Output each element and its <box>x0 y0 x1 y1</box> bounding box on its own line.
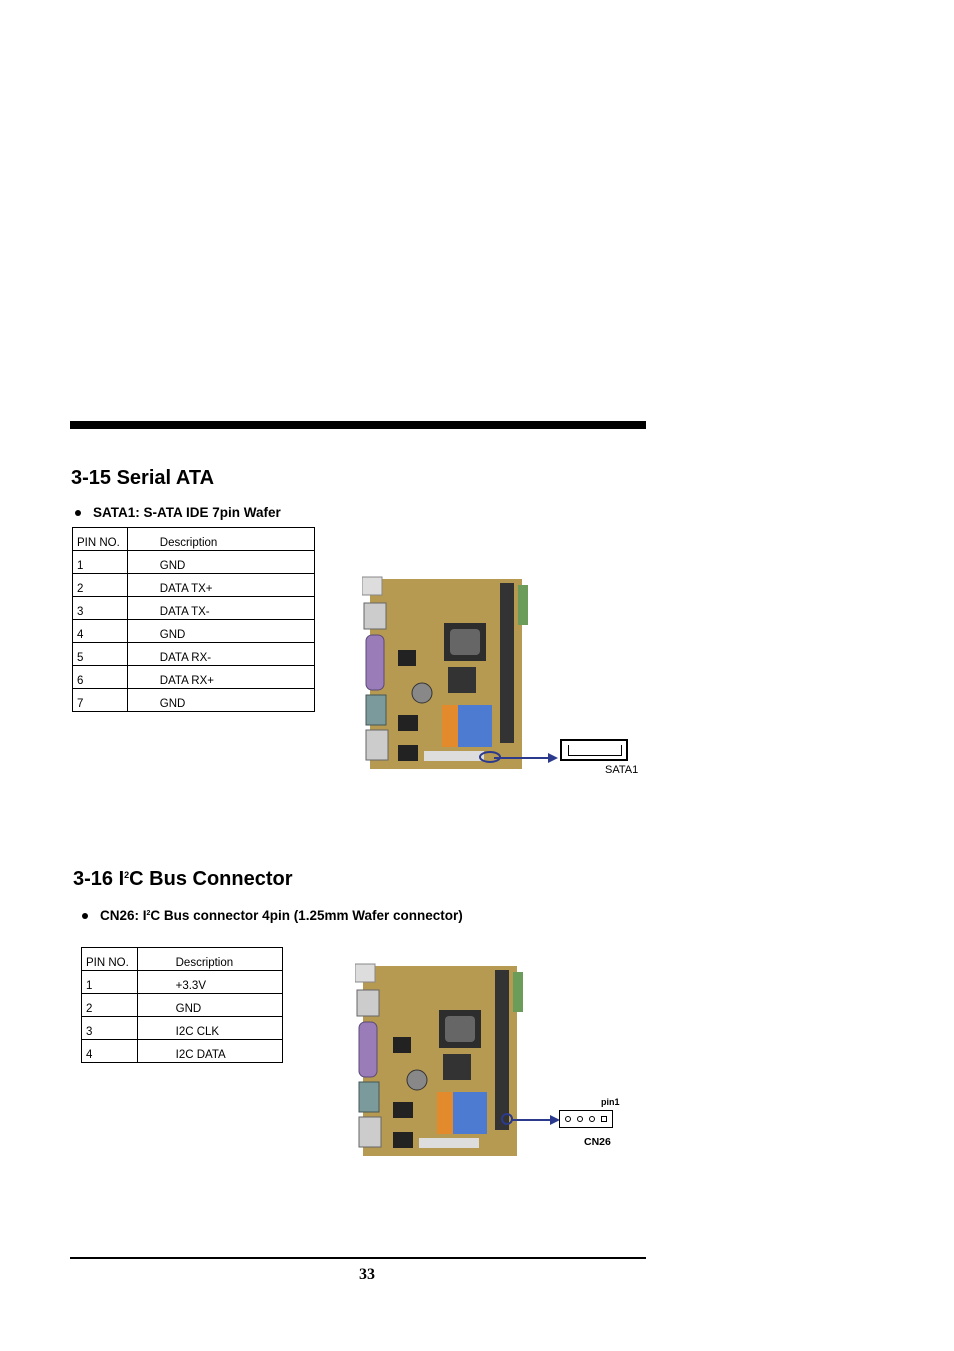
pin-number-cell: 3 <box>81 1016 138 1040</box>
pin-description-cell: GND <box>136 993 284 1017</box>
cn26-arrow-icon <box>512 1115 560 1125</box>
pin-description-cell: DATA RX- <box>126 642 316 666</box>
pin-description-cell: I2C DATA <box>136 1039 284 1063</box>
pin-number-cell: 2 <box>81 993 138 1017</box>
table-header-row: PIN NO.Description <box>72 527 316 551</box>
bullet-dot-icon <box>75 509 81 516</box>
pin-description-cell: I2C CLK <box>136 1016 284 1040</box>
pin-number-cell: 3 <box>72 596 128 620</box>
motherboard-image-sata <box>361 575 532 772</box>
pin-number-cell: 2 <box>72 573 128 597</box>
sata-arrow-icon <box>494 753 558 763</box>
pin-number-cell: 1 <box>81 970 138 994</box>
section-heading-serial-ata: 3-15 Serial ATA <box>71 467 215 489</box>
section-heading-i2c: 3-16 I2C Bus Connector <box>73 868 293 890</box>
pin-description-cell: DATA TX- <box>126 596 316 620</box>
pin-description-cell: DATA RX+ <box>126 665 316 689</box>
footer-divider <box>70 1257 646 1259</box>
motherboard-image-i2c <box>354 962 527 1159</box>
pin-description-cell: GND <box>126 550 316 574</box>
sata-connector-label: SATA1 <box>605 764 639 776</box>
table-header-cell: PIN NO. <box>72 527 128 551</box>
bullet-text: CN26: I2C Bus connector 4pin (1.25mm Waf… <box>100 908 463 923</box>
bullet-text: SATA1: S-ATA IDE 7pin Wafer <box>93 505 281 520</box>
pin-number-cell: 4 <box>72 619 128 643</box>
table-header-cell: PIN NO. <box>81 947 138 971</box>
pin-number-cell: 7 <box>72 688 128 712</box>
pin-description-cell: GND <box>126 688 316 712</box>
pin-description-cell: GND <box>126 619 316 643</box>
table-row: 1+3.3V <box>81 970 284 994</box>
pin-number-cell: 1 <box>72 550 128 574</box>
table-header-row: PIN NO.Description <box>81 947 284 971</box>
section-divider <box>70 421 646 429</box>
pin-description-cell: +3.3V <box>136 970 284 994</box>
bullet-sata1: SATA1: S-ATA IDE 7pin Wafer <box>75 505 281 520</box>
sata-connector-diagram <box>560 739 628 761</box>
pin1-label: pin1 <box>601 1097 620 1107</box>
bullet-cn26: CN26: I2C Bus connector 4pin (1.25mm Waf… <box>82 908 463 923</box>
bullet-dot-icon <box>82 912 88 919</box>
table-header-cell: Description <box>136 947 284 971</box>
cn26-connector-label: CN26 <box>584 1136 611 1148</box>
pin-description-cell: DATA TX+ <box>126 573 316 597</box>
page-number: 33 <box>359 1266 375 1283</box>
cn26-connector-diagram <box>559 1110 613 1128</box>
pin-number-cell: 5 <box>72 642 128 666</box>
pin-number-cell: 4 <box>81 1039 138 1063</box>
pin-number-cell: 6 <box>72 665 128 689</box>
table-header-cell: Description <box>126 527 316 551</box>
